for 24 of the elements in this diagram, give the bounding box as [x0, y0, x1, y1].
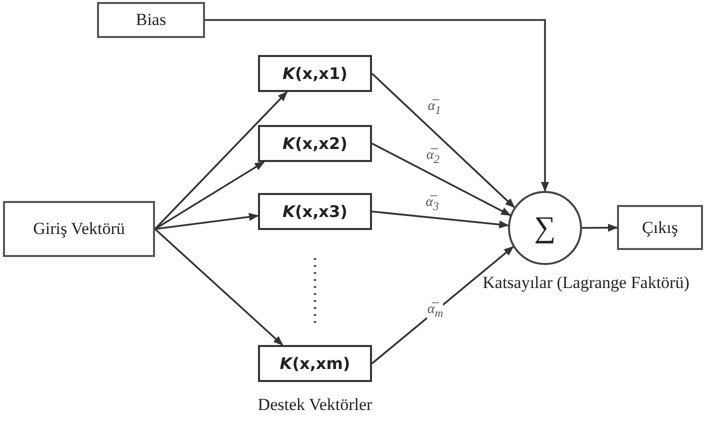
caption-text: Destek Vektörler: [256, 394, 374, 416]
edge-label: α̅$_{3}$: [426, 196, 439, 213]
kernel-box: K(x,x1): [258, 55, 372, 92]
summation-circle: ∑: [508, 191, 582, 265]
kernel-box: K(x,x3): [258, 193, 372, 230]
process-box: Bias: [97, 2, 205, 38]
arrow: [154, 161, 265, 230]
arrow: [372, 210, 510, 228]
arrow: [154, 212, 259, 230]
arrow: [154, 228, 284, 346]
kernel-box: K(x,x2): [258, 125, 372, 162]
edge-label: α̅$_{1}$: [428, 100, 441, 117]
process-box: Çıkış: [617, 205, 703, 250]
arrow: [371, 72, 516, 208]
arrow: [582, 224, 618, 232]
process-box: Giriş Vektörü: [3, 201, 155, 257]
arrow: [371, 246, 514, 364]
arrow: [154, 91, 288, 230]
kernel-box: K(x,xm): [258, 345, 372, 382]
arrow: [372, 142, 512, 216]
arrow: [205, 19, 549, 192]
edge-label: α̅$_{m}$: [427, 302, 444, 320]
caption-text: Katsayılar (Lagrange Faktörü): [482, 272, 690, 294]
edge-label: α̅$_{2}$: [426, 148, 440, 166]
